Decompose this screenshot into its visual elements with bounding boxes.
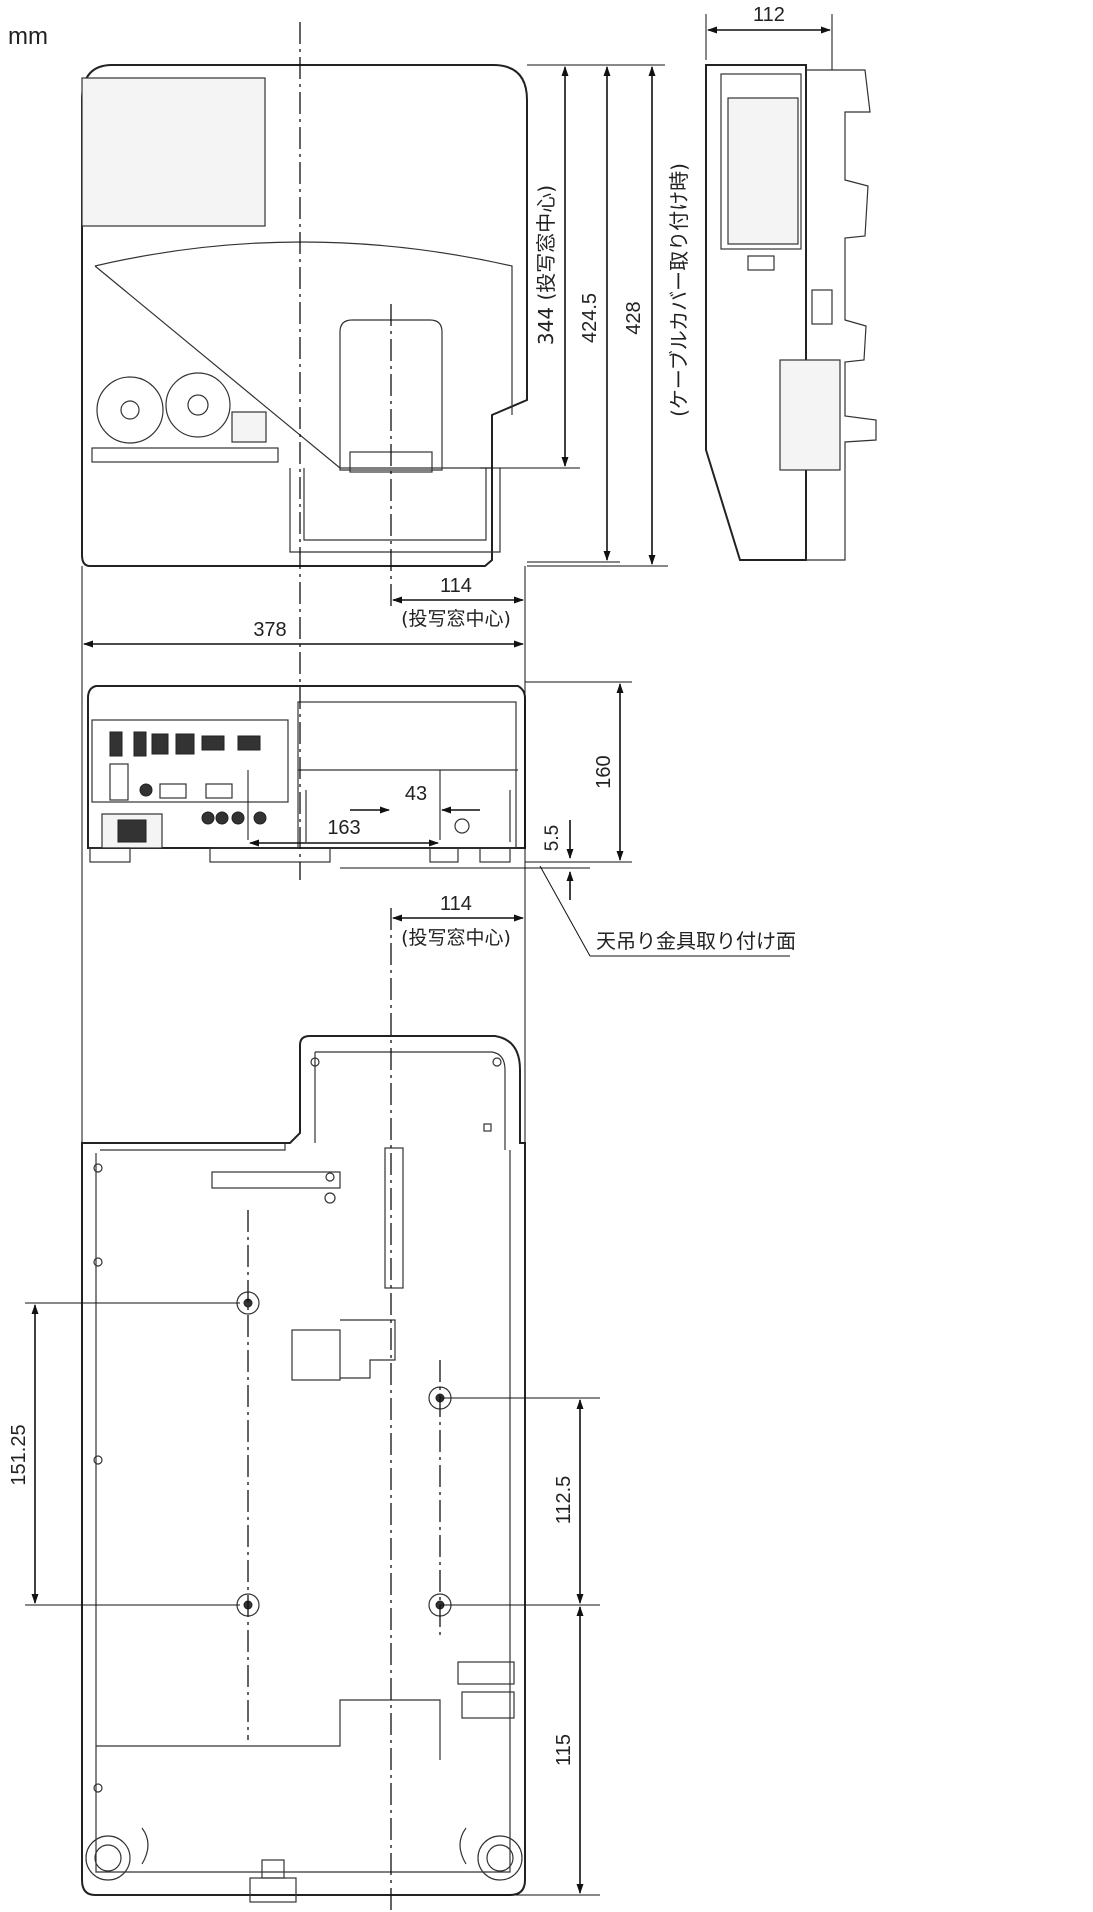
unit-label: mm [8,23,48,50]
bottom-view [81,1035,526,1903]
dim-label-424-5: 424.5 [579,293,601,343]
leader-mount-surface [539,865,591,957]
extension-lines [25,14,833,1896]
dim-label-112: 112 [753,4,785,26]
dim-label-151-25: 151.25 [8,1424,30,1485]
dim-label-428: 428 [623,301,645,334]
side-view [705,64,877,561]
dimension-labels: 344 (投写窓中心) 424.5 428 (ケーブルカバー取り付け時) 112… [8,4,796,1766]
dim-label-378: 378 [253,619,286,641]
dim-label-112-5: 112.5 [553,1476,575,1525]
dim-label-115: 115 [553,1734,575,1766]
dim-label-344: 344 (投写窓中心) [534,185,558,345]
dim-label-43: 43 [405,783,427,805]
dim-label-5-5: 5.5 [542,825,563,851]
dim-label-160: 160 [593,755,615,788]
dim-label-114-front: 114 [440,893,472,915]
mount-surface-label: 天吊り金具取り付け面 [596,929,796,953]
dim-label-114-top: 114 [440,575,472,597]
center-lines [247,22,441,1912]
dim-label-163: 163 [327,817,360,839]
dim-label-114-front-note: (投写窓中心) [401,927,511,949]
top-view [81,64,528,567]
front-view [87,685,526,863]
dimension-lines [31,26,831,1894]
dim-label-428-note: (ケーブルカバー取り付け時) [667,163,691,417]
dim-label-114-top-note: (投写窓中心) [401,608,511,630]
